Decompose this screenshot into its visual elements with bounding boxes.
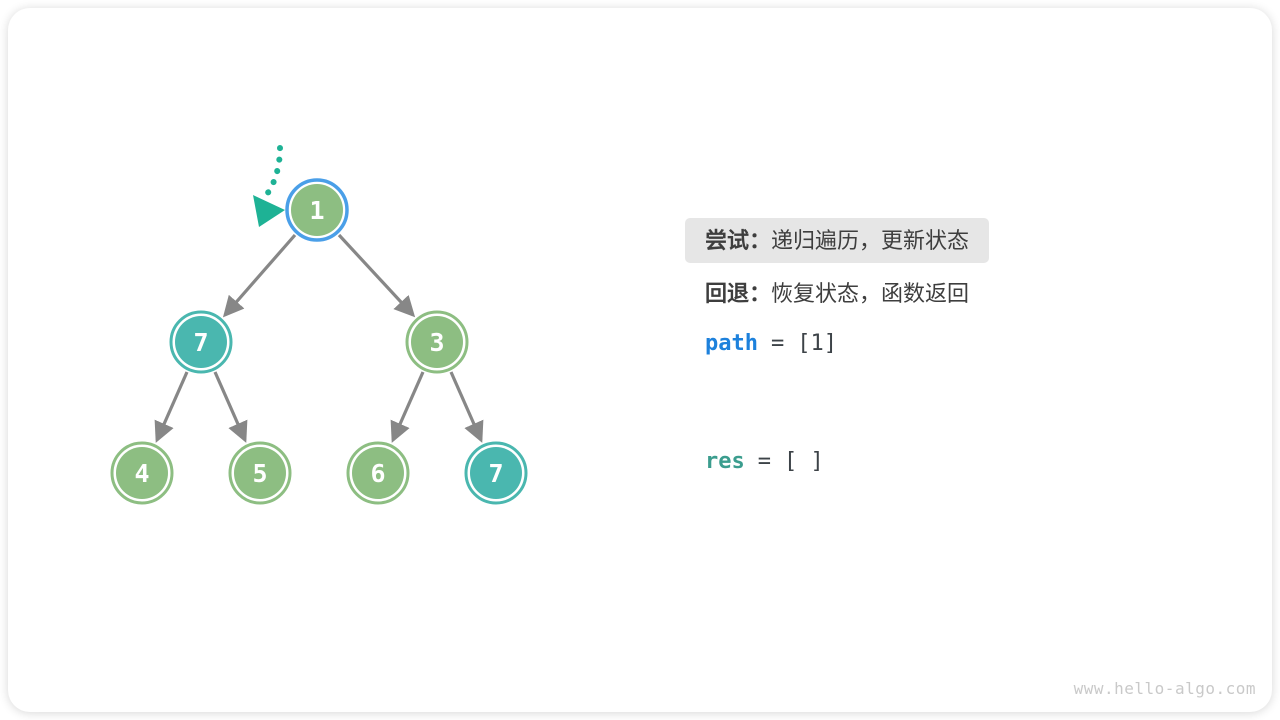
node-ring (405, 310, 469, 374)
node-ring (169, 310, 233, 374)
tree-edge-7-5 (213, 371, 248, 443)
node-ring (346, 441, 410, 505)
backtrack-label: 回退： (705, 281, 772, 306)
path-variable-name: path (705, 331, 758, 356)
res-variable-name: res (705, 449, 745, 474)
tree-edge-3-6 (390, 371, 425, 443)
node-ring (228, 441, 292, 505)
node-circle (411, 316, 463, 368)
pointer-dotted-path (260, 145, 283, 202)
node-circle (470, 447, 522, 499)
node-value: 1 (309, 196, 324, 225)
pointer-arrowhead-icon (253, 195, 285, 227)
path-variable-line: path = [1] (705, 331, 837, 356)
node-value: 4 (134, 459, 149, 488)
tree-edge-3-7 (449, 371, 484, 443)
tree-node-3: 3 (405, 310, 469, 374)
node-value: 7 (488, 459, 503, 488)
node-circle (116, 447, 168, 499)
res-variable-value: [ ] (784, 449, 824, 474)
node-circle (175, 316, 227, 368)
node-ring (464, 441, 528, 505)
node-value: 6 (370, 459, 385, 488)
tree-edge-1-3 (337, 233, 416, 318)
watermark: www.hello-algo.com (1073, 679, 1256, 698)
traversal-pointer-arrow-icon (253, 145, 285, 227)
backtrack-annotation: 回退：恢复状态，函数返回 (705, 279, 969, 309)
equals-sign: = (757, 449, 771, 474)
try-annotation: 尝试：递归遍历，更新状态 (685, 218, 990, 263)
current-node-ring (285, 178, 349, 242)
tree-edge-7-4 (154, 371, 189, 443)
binary-tree-diagram: 1 7 3 4 5 6 7 (110, 145, 528, 505)
node-circle (352, 447, 404, 499)
res-variable-line: res = [ ] (705, 449, 824, 474)
node-circle (234, 447, 286, 499)
node-value: 5 (252, 459, 267, 488)
tree-node-7-left: 7 (169, 310, 233, 374)
tree-node-root-1: 1 (285, 178, 349, 242)
node-value: 7 (193, 328, 208, 357)
node-ring (110, 441, 174, 505)
node-circle (291, 184, 343, 236)
backtrack-text: 恢复状态，函数返回 (771, 281, 970, 306)
tree-node-4: 4 (110, 441, 174, 505)
tree-node-6: 6 (346, 441, 410, 505)
node-value: 3 (429, 328, 444, 357)
tree-node-7-right: 7 (464, 441, 528, 505)
tree-edge-1-7 (222, 233, 297, 318)
try-text: 递归遍历，更新状态 (771, 228, 970, 253)
path-variable-value: [1] (797, 331, 837, 356)
tree-edges (154, 233, 484, 443)
try-label: 尝试： (705, 228, 772, 253)
equals-sign: = (770, 331, 785, 356)
tree-node-5: 5 (228, 441, 292, 505)
